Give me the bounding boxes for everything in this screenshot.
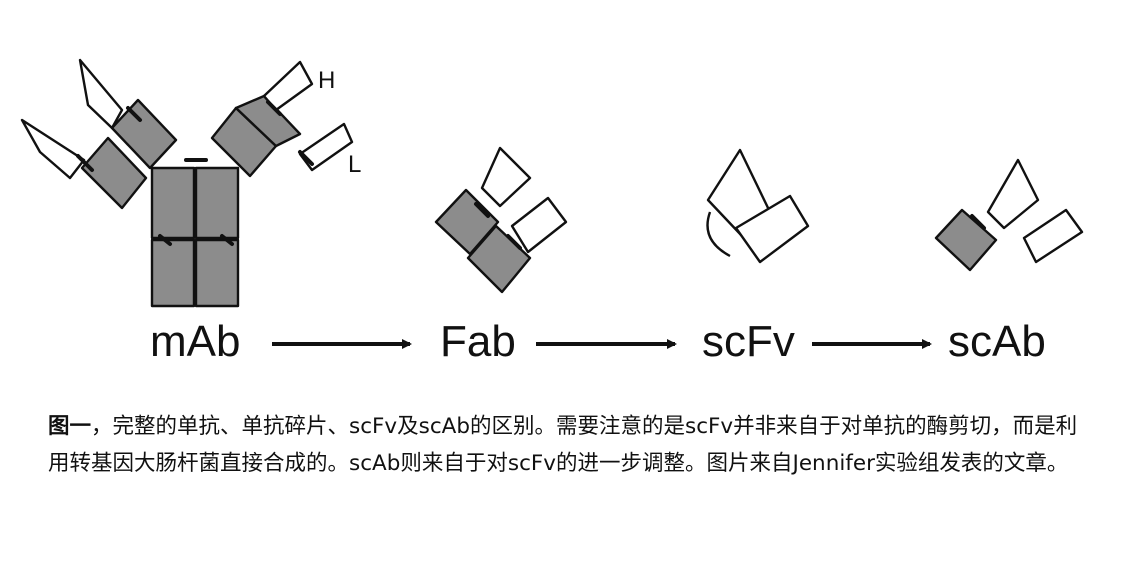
antibody-format-diagram: H L mAb Fab scFv scAb: [20, 58, 1084, 366]
fab-label: Fab: [440, 317, 516, 366]
scab-fragment-icon: [934, 158, 1084, 272]
mab-antibody-icon: [20, 58, 354, 308]
heavy-chain-label: H: [318, 67, 335, 94]
light-chain-label: L: [348, 151, 361, 178]
caption-lead: 图一: [48, 414, 92, 439]
scfv-fragment-icon: [706, 148, 810, 264]
caption-body: ，完整的单抗、单抗碎片、scFv及scAb的区别。需要注意的是scFv并非来自于…: [48, 414, 1078, 476]
scfv-label: scFv: [702, 317, 795, 366]
scab-label: scAb: [948, 317, 1046, 366]
figure-caption: 图一，完整的单抗、单抗碎片、scFv及scAb的区别。需要注意的是scFv并非来…: [48, 408, 1088, 482]
fab-fragment-icon: [434, 146, 568, 294]
mab-label: mAb: [150, 317, 240, 366]
